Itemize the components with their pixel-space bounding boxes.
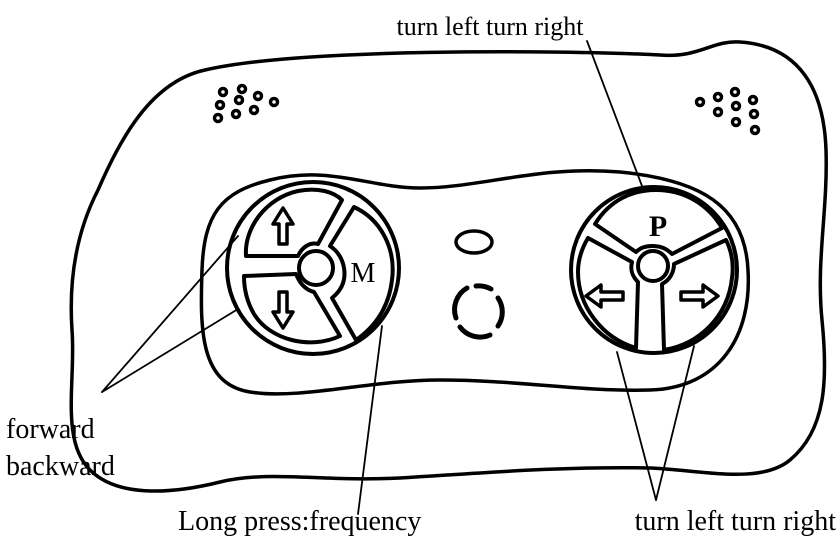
label-turn-top: turn left turn right	[396, 12, 584, 41]
label-forward: forward	[6, 414, 95, 445]
arrow-up-icon	[271, 206, 295, 246]
left-cluster-hub	[297, 249, 335, 287]
speaker-grille-right	[694, 86, 761, 136]
power-indicator-light	[454, 229, 494, 255]
label-long-press: Long press:frequency	[178, 506, 421, 537]
park-button-label: P	[649, 210, 667, 243]
speaker-grille-left	[212, 83, 280, 124]
leader-lines	[101, 40, 695, 515]
right-button-cluster: P	[569, 185, 739, 355]
power-button[interactable]	[452, 283, 505, 340]
right-cluster-ring	[569, 185, 739, 355]
control-panel-outline	[199, 168, 751, 396]
mode-button[interactable]: M	[328, 205, 395, 342]
left-cluster-ring	[225, 180, 401, 356]
arrow-down-icon	[271, 290, 295, 330]
label-turn-bottom: turn left turn right	[635, 506, 836, 537]
mode-button-label: M	[351, 258, 376, 289]
forward-button[interactable]	[243, 187, 344, 258]
arrow-left-icon	[584, 283, 625, 309]
controller-outline	[69, 40, 828, 493]
backward-button[interactable]	[242, 272, 342, 345]
park-button[interactable]: P	[593, 188, 724, 256]
left-button-cluster: M	[225, 180, 401, 356]
right-cluster-hub	[636, 249, 670, 283]
turn-left-button[interactable]	[576, 236, 640, 350]
turn-right-button[interactable]	[660, 238, 735, 352]
label-backward: backward	[6, 451, 115, 482]
arrow-right-icon	[679, 283, 720, 309]
